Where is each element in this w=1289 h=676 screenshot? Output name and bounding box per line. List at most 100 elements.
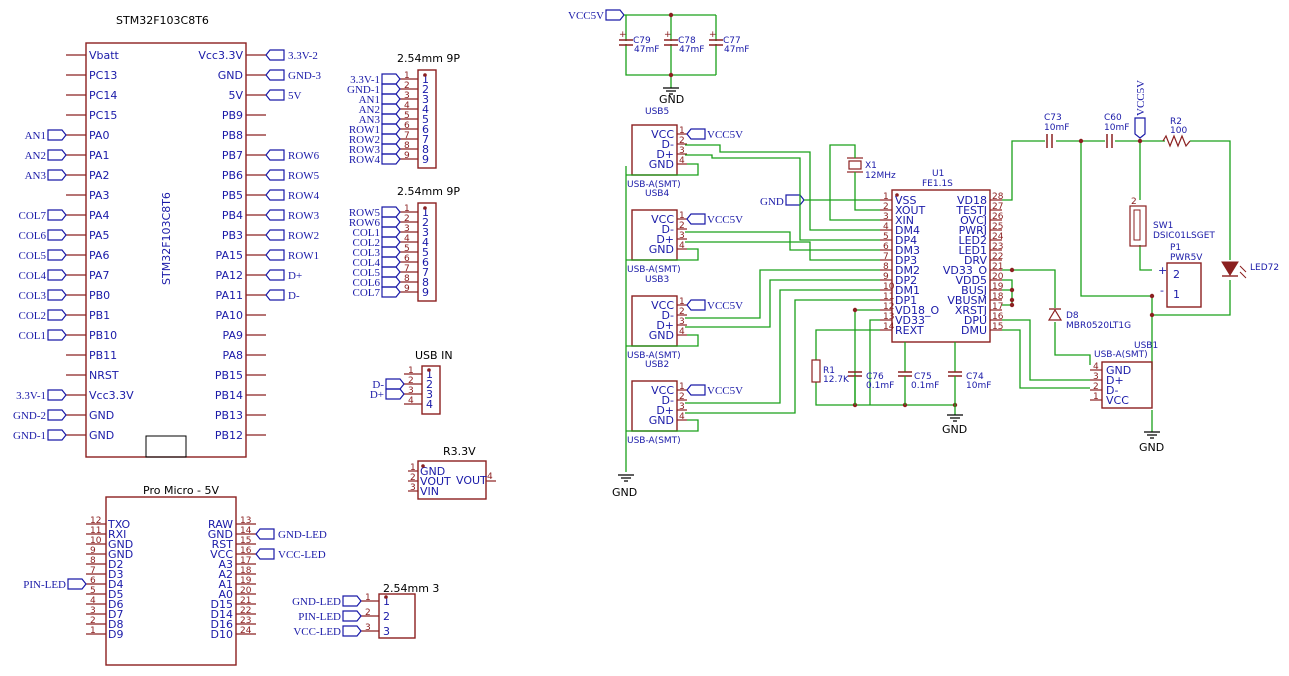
diode-d8[interactable]: D8 MBR0520LT1G	[1047, 308, 1131, 331]
usb-port-pin-num: 1	[679, 382, 685, 392]
r1-ref: R1	[823, 366, 835, 376]
header-pin-label: 5	[422, 246, 429, 259]
stm32-pin-label: PB1	[89, 309, 110, 322]
stm32-net-flag	[47, 309, 67, 321]
stm32-net-label: ROW3	[288, 210, 320, 222]
header-net-label: 3.3V-1	[350, 74, 380, 86]
usb1-part: USB-A(SMT)	[1094, 350, 1148, 360]
stm32-pin-label: PB4	[222, 209, 243, 222]
stm32-net-label: ROW4	[288, 190, 320, 202]
stm32-pin-label: PA5	[89, 229, 109, 242]
stm32-pin-label: PB13	[215, 409, 243, 422]
hub-pin-label: XOUT	[895, 204, 926, 217]
stm32-net-flag	[47, 429, 67, 441]
header-net-label: COL7	[353, 287, 381, 299]
vcc5v-right-flag[interactable]: VCC5V	[1134, 80, 1147, 139]
stm32-net-flag	[265, 229, 285, 241]
header-net-flag	[381, 206, 401, 218]
stm32-net-label: ROW6	[288, 150, 320, 162]
header-net-label: COL2	[353, 237, 381, 249]
vcc5v-right-label: VCC5V	[1135, 80, 1147, 116]
usb1-pin-label: D+	[1106, 374, 1124, 387]
led-led72[interactable]: LED72	[1221, 261, 1279, 279]
crystal-x1[interactable]: X1 12MHz	[847, 157, 896, 181]
hub-gnd-flag	[785, 194, 805, 206]
r33-pin1-dot	[421, 464, 425, 468]
usb-port-pin-label: D+	[656, 233, 674, 246]
header-pin-num: 1	[404, 204, 410, 214]
cap-c75[interactable]: C75 0.1mF	[898, 371, 939, 391]
stm32-pin-label: PA10	[216, 309, 243, 322]
promicro-pin-num: 24	[240, 626, 252, 636]
promicro-pin-label: RXI	[108, 528, 126, 541]
usb-port-part: USB-A(SMT)	[627, 180, 681, 190]
hub-pin-num: 23	[992, 242, 1003, 252]
stm32-net-flag	[265, 169, 285, 181]
vcc5v-right-flag-shape	[1134, 117, 1146, 139]
promicro-pin-label: D10	[211, 628, 233, 641]
hub-pin-num: 27	[992, 202, 1003, 212]
promicro-gndled-label: GND-LED	[278, 529, 327, 541]
header-pin-label: 1	[426, 368, 433, 381]
stm32-net-label: ROW1	[288, 250, 319, 262]
promicro-pin-num: 1	[90, 626, 96, 636]
cap-plus: +	[709, 30, 717, 40]
header1-title: 2.54mm 9P	[397, 52, 460, 65]
stm32-pin-label: PB3	[222, 229, 243, 242]
usb-port-pin-num: 4	[679, 241, 685, 251]
stm32-net-label: COL4	[19, 270, 47, 282]
r2-value: 100	[1170, 126, 1187, 136]
junction-dot	[1137, 138, 1143, 144]
usb-port-pin-num: 2	[679, 307, 685, 317]
connector-p1[interactable]: P1 PWR5V 2 1 + -	[1158, 243, 1203, 308]
header-pin-num: 9	[404, 284, 410, 294]
header-net-flag	[381, 103, 401, 115]
resistor-r1[interactable]: R1 12.7K	[811, 359, 850, 385]
stm32-pin-label: PA9	[223, 329, 243, 342]
hub-pin-label: VD33_O	[943, 264, 987, 277]
stm32-net-label: ROW5	[288, 170, 320, 182]
usb-port-pin-num: 1	[679, 211, 685, 221]
usb-port-gnd-wire	[626, 163, 699, 176]
usb1-body	[1101, 361, 1153, 409]
cap-c73[interactable]: C73 10mF	[1044, 113, 1069, 148]
stm32-symbol[interactable]: STM32F103C8T6 STM32F103C8T6 VbattPC13PC1…	[13, 14, 321, 458]
stm32-pin-label: PB7	[222, 149, 243, 162]
usb1-pin-num: 3	[1093, 372, 1099, 382]
c74-value: 10mF	[966, 381, 991, 391]
usb-port-gnd-wire	[626, 248, 699, 261]
stm32-pin-label: Vbatt	[89, 49, 120, 62]
cap-c60[interactable]: C60 10mF	[1104, 113, 1129, 148]
r33-vout-label: VOUT	[456, 474, 487, 487]
switch-sw1[interactable]: SW1 DSIC01LSGET 2	[1129, 197, 1215, 247]
usb-port-gnd-wire	[626, 334, 699, 347]
promicro-pin-label: TXO	[107, 518, 131, 531]
promicro-body	[105, 496, 237, 666]
d8-value: MBR0520LT1G	[1066, 321, 1131, 331]
resistor-r2[interactable]: R2 100	[1162, 117, 1191, 148]
junction-dot	[668, 12, 674, 18]
stm32-net-flag	[47, 209, 67, 221]
hub-pin-label: VD33	[895, 314, 925, 327]
stm32-net-flag	[47, 389, 67, 401]
stm32-pin-label: PC15	[89, 109, 117, 122]
c60-ref: C60	[1104, 113, 1122, 123]
header-net-flag	[342, 625, 362, 637]
